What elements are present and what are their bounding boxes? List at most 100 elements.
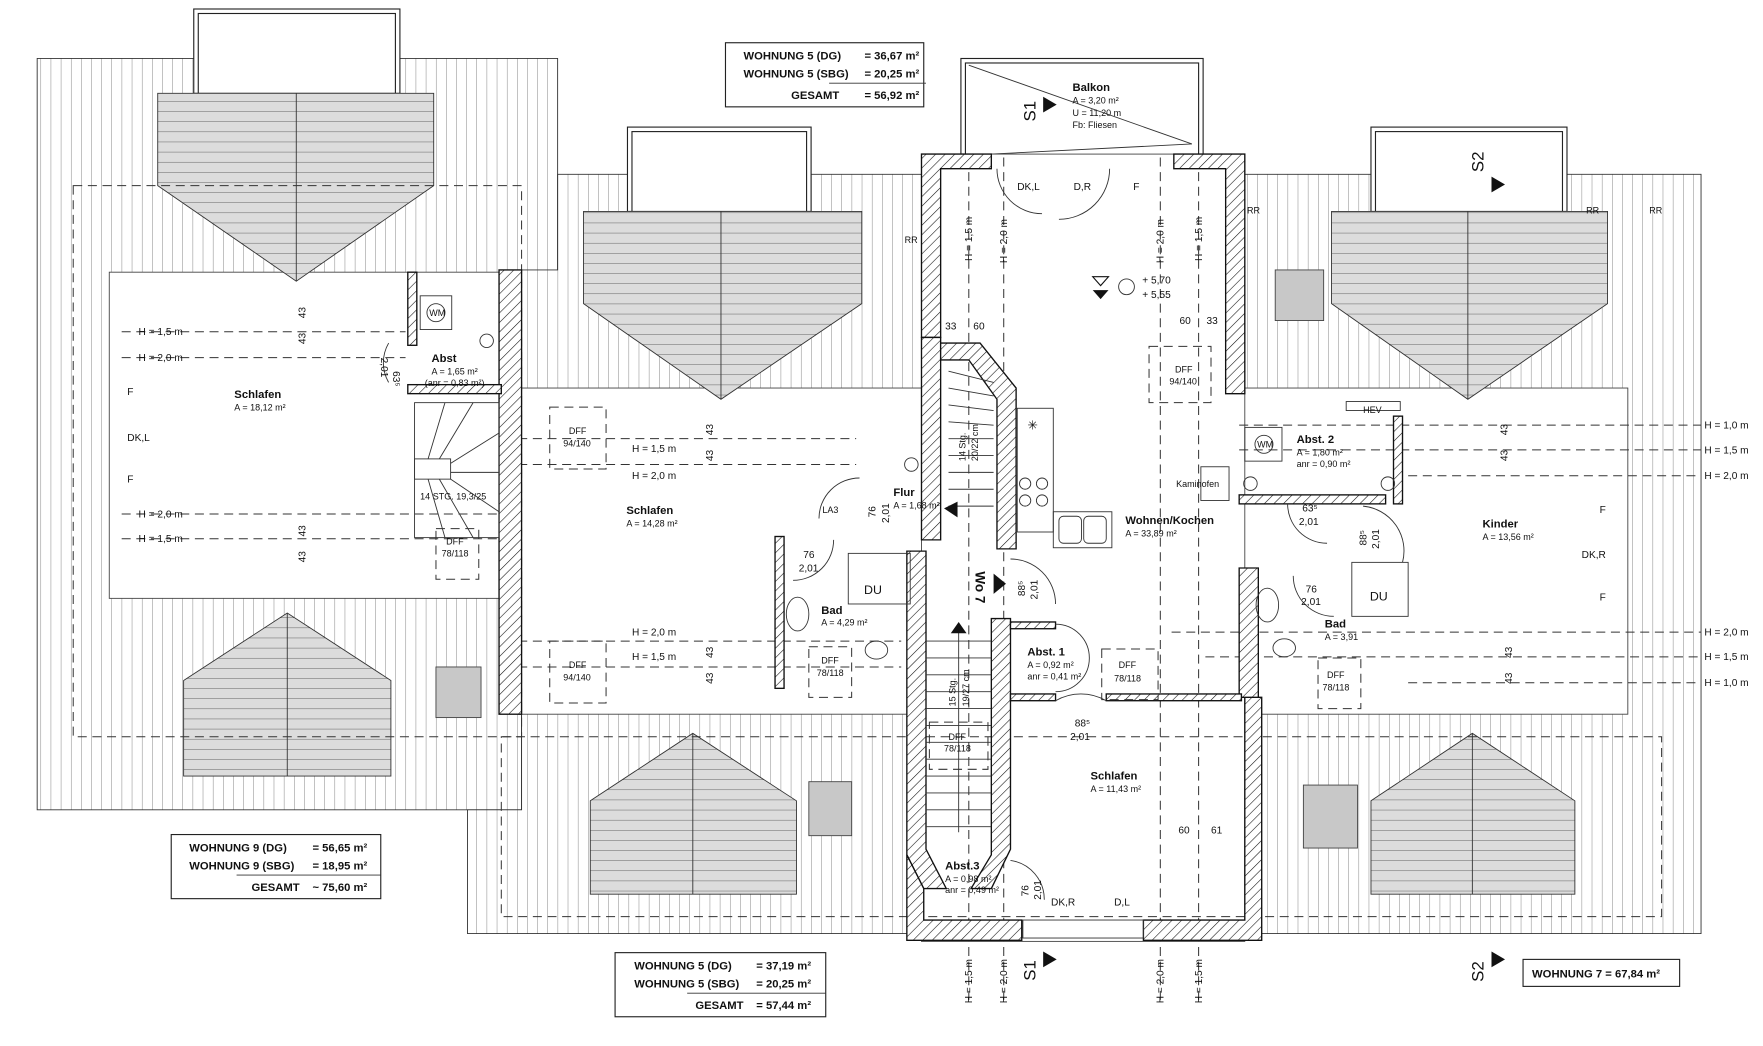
skylight [928, 721, 989, 770]
room-name: Flur [893, 487, 915, 499]
misc-labels: DK,L D,R F F DK,L F F DK,R F DK,R D,L LA… [127, 182, 1662, 908]
skylight-label: DFF [569, 660, 587, 670]
bathtub-sink-icon [785, 596, 810, 632]
skylight-size: 78/118 [442, 549, 469, 559]
dim-label: 33 [1207, 316, 1219, 327]
summary-value: = 37,19 m² [756, 961, 811, 973]
height-label: H = 2,0 m [632, 627, 676, 638]
wall-abst [407, 383, 502, 395]
dim-label: 88⁵ [1017, 581, 1028, 596]
rr-label: RR [1649, 206, 1663, 216]
vent-icon [479, 333, 494, 348]
dim-label: 43 [1504, 672, 1515, 684]
skylight [549, 406, 607, 470]
room-name: Abst [431, 353, 456, 365]
door-swing [1363, 505, 1405, 563]
wall-right [1238, 567, 1259, 699]
wall-abst1 [1009, 693, 1057, 702]
height-label: H = 1,5 m [632, 444, 676, 455]
door-swing [793, 539, 835, 581]
balcony-slope-line [968, 64, 1193, 145]
dim-label: 43 [297, 307, 308, 319]
window-label: DK,L [1017, 182, 1040, 193]
window-label: F [127, 387, 133, 398]
skylight-size: 94/140 [1169, 377, 1197, 387]
section-arrow-icon [1043, 951, 1057, 968]
room-name: Abst. 2 [1297, 434, 1335, 446]
skylight [1148, 345, 1212, 404]
height-label: H = 1,5 m [1194, 217, 1205, 261]
height-label: H = 1,0 m [1704, 678, 1748, 689]
level-bottom: + 5,55 [1142, 290, 1171, 301]
dim-label: 76 [1021, 885, 1032, 897]
summary-label: WOHNUNG 5 (SBG) [744, 69, 849, 81]
shower-left [847, 552, 911, 605]
room-name: Abst.3 [945, 860, 979, 872]
height-label: H = 1,5 m [964, 959, 975, 1003]
room-area: A = 3,91 [1325, 632, 1358, 642]
summary-w9: WOHNUNG 9 (DG) = 56,65 m² WOHNUNG 9 (SBG… [170, 833, 382, 900]
height-label: H = 2,0 m [1704, 471, 1748, 482]
dim-label: 60 [973, 322, 985, 333]
room-name: Kinder [1482, 519, 1518, 531]
summary-label: WOHNUNG 5 (DG) [634, 961, 732, 973]
rr-label: RR [1247, 206, 1261, 216]
dormer-bottom-middle [589, 732, 797, 895]
summary-label: WOHNUNG 7 = 67,84 m² [1532, 968, 1660, 980]
summary-label: WOHNUNG 5 (DG) [744, 51, 842, 63]
summary-value: = 56,65 m² [312, 842, 367, 854]
summary-value: = 18,95 m² [312, 860, 367, 872]
dormer-bottom-right [1370, 732, 1576, 895]
washbasin-icon [1255, 587, 1280, 623]
height-label: H = 2,0 m [1156, 219, 1167, 263]
window-label: DK,R [1051, 897, 1075, 908]
wall-core-left [920, 336, 942, 541]
height-label: H = 2,0 m [139, 353, 183, 364]
wm-label: WM [1257, 440, 1273, 450]
summary-value: = 20,25 m² [756, 979, 811, 991]
height-label: H = 1,5 m [1704, 445, 1748, 456]
section-arrow-icon [1491, 176, 1506, 193]
dim-label: 88⁵ [1358, 530, 1369, 545]
room-name: Schlafen [234, 389, 281, 401]
stair-label: 14 Stg. [957, 433, 967, 462]
vent-icon [1243, 476, 1258, 491]
room-area: A = 0,92 m² [1027, 660, 1073, 670]
dim-label: 63⁵ [1302, 504, 1317, 515]
height-label: H = 1,5 m [139, 327, 183, 338]
wall-abst [407, 271, 418, 346]
height-label: H = 1,5 m [139, 534, 183, 545]
dim-label: 60 [1178, 825, 1190, 836]
room-labels: Schlafen A = 18,12 m² Abst A = 1,65 m² (… [234, 353, 1534, 895]
dormers [157, 92, 1608, 895]
hev-unit [1345, 401, 1401, 411]
door-swing [1055, 623, 1090, 693]
level-triangle-icon [1092, 290, 1109, 300]
skylight-size: 78/118 [1323, 683, 1350, 693]
balkon-area: A = 3,20 m² [1072, 95, 1118, 105]
floor-areas [108, 153, 1629, 942]
summary-total-value: = 57,44 m² [756, 1000, 811, 1012]
skylight-label: DFF [569, 426, 587, 436]
rr-label: RR [905, 235, 919, 245]
dim-label: 2,01 [1033, 880, 1044, 900]
height-label: H = 1,5 m [1704, 652, 1748, 663]
stair-label: 15 Stg. [947, 678, 957, 707]
dim-label: 2,01 [1030, 579, 1041, 599]
dim-label: 43 [1499, 450, 1510, 462]
dim-label: 63⁵ [390, 371, 401, 386]
shower-right [1351, 561, 1409, 617]
skylight [1317, 657, 1362, 710]
window-bottom [1022, 919, 1144, 939]
balkon-perimeter: U = 11,20 m [1072, 108, 1121, 118]
height-label: H = 2,0 m [1156, 959, 1167, 1003]
height-label: H = 1,5 m [1194, 959, 1205, 1003]
dim-label: 60 [1179, 316, 1191, 327]
height-label: H = 2,0 m [999, 219, 1010, 263]
dormer-top-right [1331, 210, 1608, 400]
skylight-size: 94/140 [563, 439, 591, 449]
skylight-label: DFF [821, 656, 839, 666]
window-label: DK,R [1582, 550, 1606, 561]
dormer-top-left [157, 92, 435, 282]
room-name: Schlafen [626, 505, 673, 517]
